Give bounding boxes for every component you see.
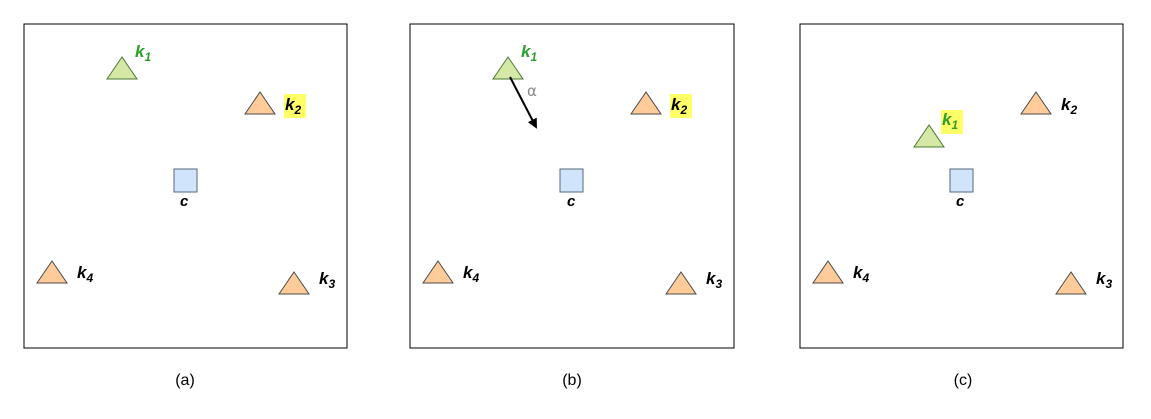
node-k1: k1 [106, 42, 151, 80]
k1-label-highlight [941, 110, 963, 134]
k2-triangle-icon [630, 91, 662, 115]
center-square-icon [559, 168, 584, 193]
alpha-label: α [527, 82, 537, 100]
panel-b: k1 α k2 c k4 k3 (b) [409, 23, 735, 389]
k1-label: k1 [521, 42, 537, 64]
panel-frame [409, 23, 735, 349]
node-k2: k2 [1020, 91, 1077, 117]
k3-triangle-icon [665, 271, 697, 295]
k4-triangle-icon [36, 260, 68, 284]
node-k2: k2 [244, 91, 306, 118]
node-center: c [559, 168, 584, 210]
node-k4: k4 [422, 260, 479, 285]
k4-triangle-icon [422, 260, 454, 284]
center-square-icon [949, 168, 974, 193]
panel-a: k1 k2 c k4 k3 (a) [23, 23, 348, 389]
center-label: c [956, 193, 965, 210]
node-center: c [173, 168, 198, 210]
k3-label: k3 [1096, 269, 1112, 291]
node-k2: k2 [630, 91, 692, 118]
panel-frame [23, 23, 348, 349]
center-label: c [567, 193, 576, 210]
panel-frame [799, 23, 1124, 349]
k1-label: k1 [135, 42, 151, 64]
k3-label: k3 [706, 269, 722, 291]
k4-label: k4 [463, 263, 479, 285]
k1-triangle-icon [913, 124, 945, 148]
k2-label: k2 [671, 95, 687, 117]
k1-label: k1 [942, 110, 958, 132]
k2-label-highlight [284, 94, 306, 118]
node-k3: k3 [278, 269, 335, 295]
arrow-line [509, 76, 537, 129]
node-k3: k3 [1055, 269, 1112, 295]
k3-triangle-icon [1055, 271, 1087, 295]
k2-label: k2 [1061, 95, 1077, 117]
center-label: c [180, 193, 189, 210]
center-square-icon [173, 168, 198, 193]
node-k3: k3 [665, 269, 722, 295]
panel-c: k1 k2 c k4 k3 (c) [799, 23, 1124, 389]
panel-caption: (c) [954, 372, 973, 389]
node-center: c [949, 168, 974, 210]
k4-triangle-icon [812, 260, 844, 284]
node-k1: k1 [492, 42, 537, 80]
node-k4: k4 [812, 260, 869, 285]
k1-triangle-icon [492, 56, 524, 80]
node-k1: k1 [913, 110, 963, 148]
k2-label-highlight [670, 94, 692, 118]
k4-label: k4 [77, 263, 93, 285]
k3-label: k3 [319, 269, 335, 291]
node-k4: k4 [36, 260, 93, 285]
movement-arrow: α [509, 76, 537, 129]
panel-caption: (b) [562, 372, 582, 389]
k4-label: k4 [853, 263, 869, 285]
k2-triangle-icon [244, 91, 276, 115]
k3-triangle-icon [278, 271, 310, 295]
panel-caption: (a) [175, 372, 195, 389]
k2-label: k2 [285, 95, 301, 117]
k1-triangle-icon [106, 56, 138, 80]
k2-triangle-icon [1020, 91, 1052, 115]
